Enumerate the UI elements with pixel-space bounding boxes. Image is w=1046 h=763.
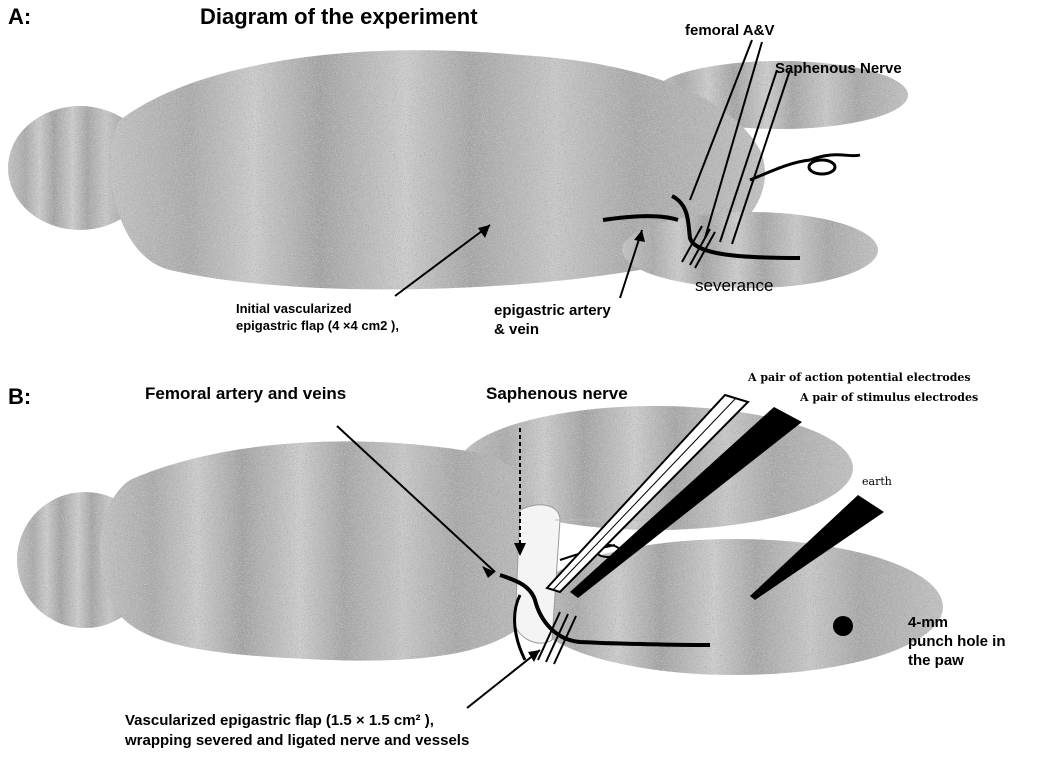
- label-epigastric-line1: epigastric artery: [494, 302, 611, 319]
- label-earth: earth: [862, 476, 892, 489]
- label-saphenous-nerve-a: Saphenous Nerve: [775, 60, 902, 77]
- panel-b-mouse-body: [17, 406, 943, 675]
- panel-b-flap-area: [515, 505, 560, 643]
- caption-line2: wrapping severed and ligated nerve and v…: [125, 732, 469, 749]
- label-severance: severance: [695, 276, 773, 296]
- punch-hole-dot: [833, 616, 853, 636]
- label-flap-line1: Initial vascularized: [236, 302, 352, 317]
- label-epigastric-line2: & vein: [494, 321, 539, 338]
- label-action-potential-electrodes: A pair of action potential electrodes: [748, 372, 971, 385]
- label-saphenous-nerve-b: Saphenous nerve: [486, 384, 628, 404]
- label-femoral-av: femoral A&V: [685, 22, 774, 39]
- label-flap-line2: epigastric flap (4 ×4 cm2 ),: [236, 319, 399, 334]
- panel-a-nerve-distal: [750, 155, 860, 180]
- panel-a-nerve-loop: [809, 160, 835, 174]
- panel-b-label: B:: [8, 384, 31, 409]
- caption-line1: Vascularized epigastric flap (1.5 × 1.5 …: [125, 712, 434, 729]
- pointer-flap-b: [467, 650, 540, 708]
- label-punch-line1: 4-mm: [908, 614, 948, 631]
- panel-a-title: Diagram of the experiment: [200, 4, 478, 29]
- panel-a-label: A:: [8, 4, 31, 29]
- label-femoral-artery-veins: Femoral artery and veins: [145, 384, 346, 404]
- label-punch-line3: the paw: [908, 652, 964, 669]
- label-stimulus-electrodes: A pair of stimulus electrodes: [800, 392, 978, 405]
- label-punch-line2: punch hole in: [908, 633, 1006, 650]
